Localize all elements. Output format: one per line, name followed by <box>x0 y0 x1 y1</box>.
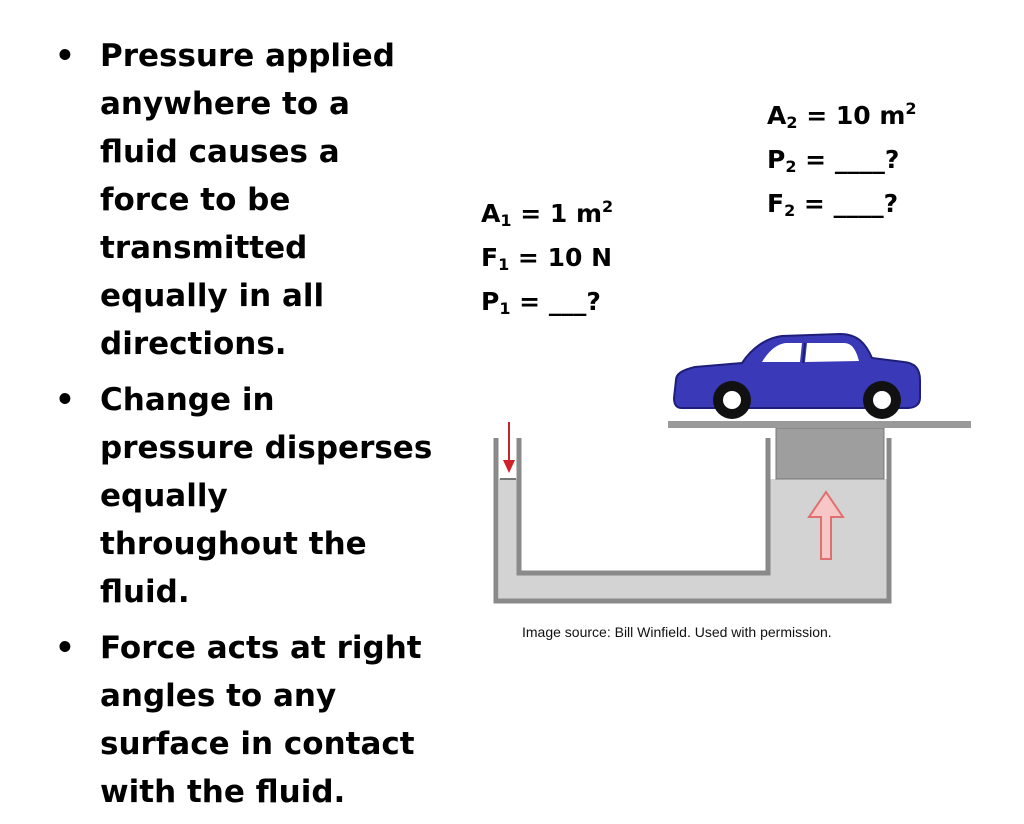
bullet-item: • Force acts at right angles to any surf… <box>55 624 435 816</box>
bullet-item: • Change in pressure disperses equally t… <box>55 376 435 616</box>
bullet-item: • Pressure applied anywhere to a fluid c… <box>55 32 435 368</box>
small-piston-labels: A1 = 1 m2 F1 = 10 N P1 = ___? <box>481 188 613 327</box>
label-p1: P1 = ___? <box>481 287 601 318</box>
label-a1: A1 = 1 m2 <box>481 197 614 230</box>
car-window-rear <box>805 343 859 362</box>
label-f2: F2 = ____? <box>767 189 899 220</box>
large-piston-labels: A2 = 10 m2 P2 = ____? F2 = ____? <box>767 90 917 229</box>
hydraulic-lift-diagram <box>493 332 971 604</box>
bullet-list: • Pressure applied anywhere to a fluid c… <box>55 32 435 824</box>
large-piston <box>775 427 885 480</box>
image-caption: Image source: Bill Winfield. Used with p… <box>522 624 832 640</box>
up-force-arrow <box>807 490 845 560</box>
lift-platform <box>668 421 971 428</box>
down-force-arrow <box>503 422 515 473</box>
label-f1: F1 = 10 N <box>481 243 612 274</box>
bullet-text: Change in pressure disperses equally thr… <box>100 382 433 610</box>
fluid-small-cylinder <box>499 479 518 600</box>
bullet-dot: • <box>55 38 75 74</box>
bullet-text: Force acts at right angles to any surfac… <box>100 630 422 810</box>
container-walls <box>493 438 892 604</box>
car-icon <box>672 332 921 419</box>
label-p2: P2 = ____? <box>767 145 900 176</box>
bullet-dot: • <box>55 630 75 666</box>
bullet-dot: • <box>55 382 75 418</box>
car-window-front <box>762 343 802 362</box>
bullet-text: Pressure applied anywhere to a fluid cau… <box>100 38 395 362</box>
label-a2: A2 = 10 m2 <box>767 99 917 132</box>
